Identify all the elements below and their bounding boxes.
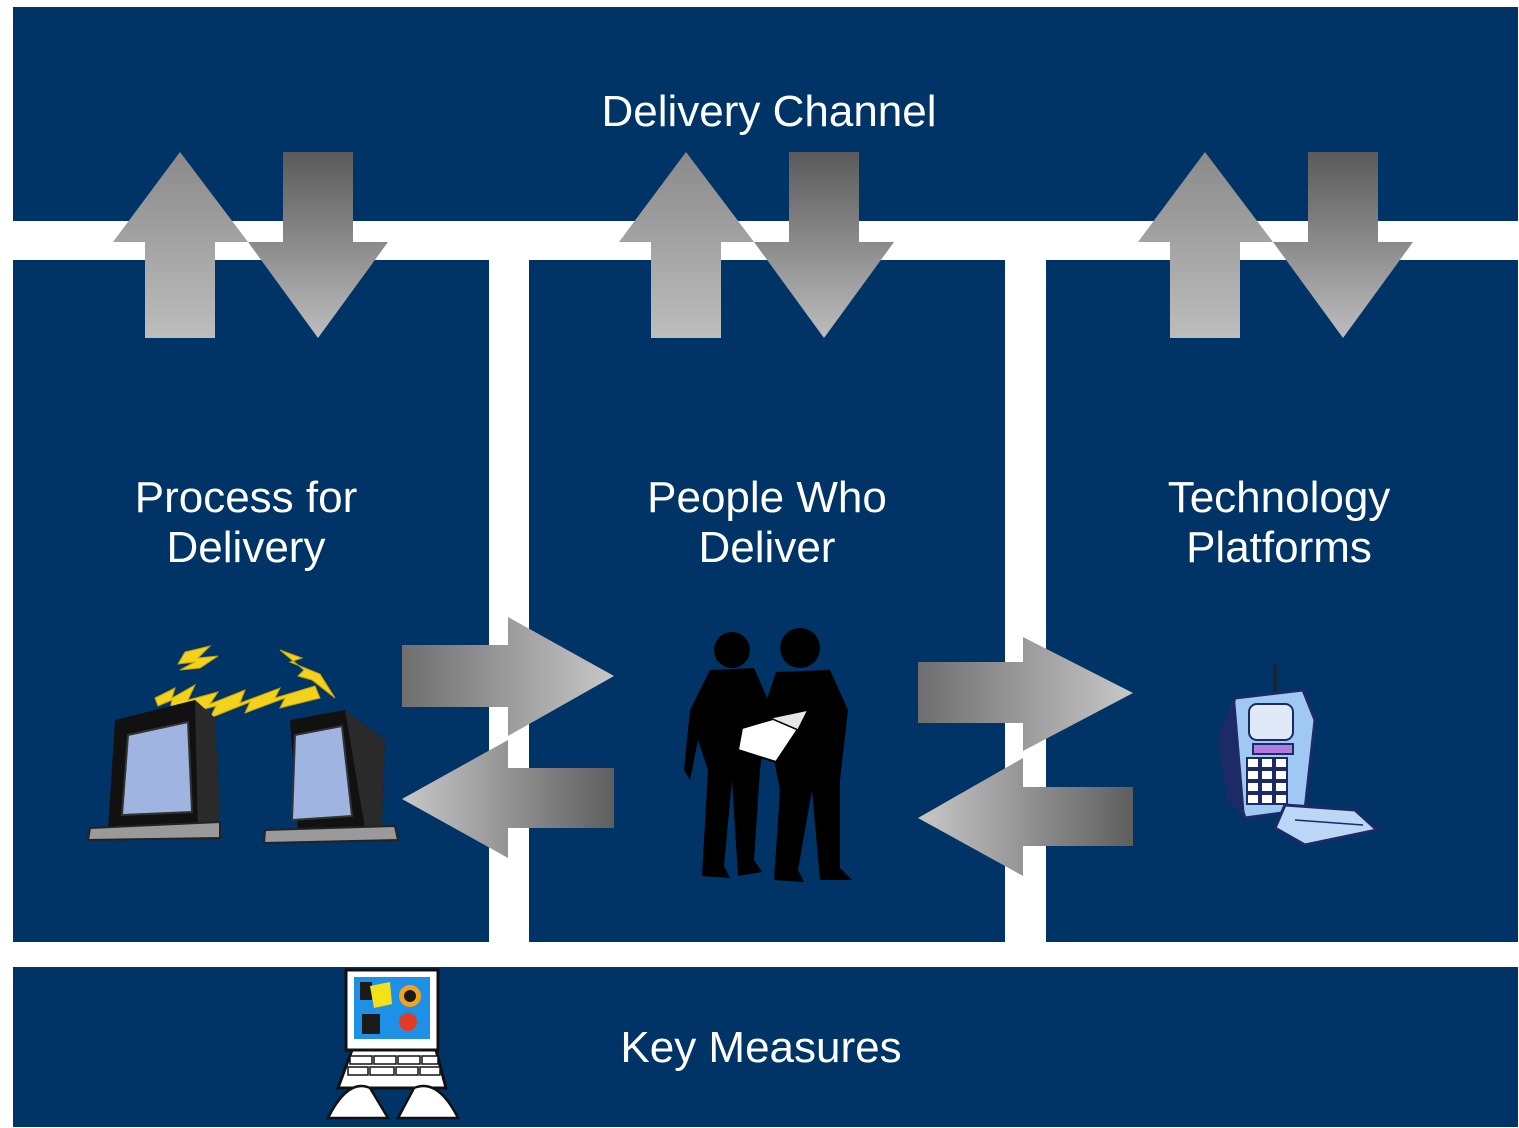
people-who-deliver-label: People Who Deliver bbox=[647, 473, 887, 572]
delivery-channel-band bbox=[13, 7, 1518, 221]
down-arrow-3 bbox=[1273, 152, 1413, 338]
left-arrow-2 bbox=[918, 758, 1133, 876]
right-arrow-1 bbox=[402, 617, 614, 736]
businessmen-icon bbox=[684, 628, 852, 882]
key-measures-label: Key Measures bbox=[620, 1023, 902, 1072]
up-arrow-3 bbox=[1138, 152, 1273, 338]
up-arrow-2 bbox=[619, 152, 754, 338]
computer-keyboard-icon bbox=[325, 968, 461, 1120]
delivery-channel-label: Delivery Channel bbox=[601, 87, 937, 136]
networked-computers-icon bbox=[86, 645, 400, 845]
key-measures-band bbox=[13, 967, 1518, 1127]
process-for-delivery-label: Process for Delivery bbox=[134, 473, 358, 572]
right-arrow-2 bbox=[918, 637, 1133, 751]
people-who-deliver-column bbox=[529, 260, 1005, 942]
left-arrow-1 bbox=[402, 740, 614, 858]
down-arrow-1 bbox=[248, 152, 388, 338]
mobile-phone-icon bbox=[1217, 664, 1381, 847]
technology-platforms-label: Technology Platforms bbox=[1167, 473, 1391, 572]
lightning-bolt-icon bbox=[177, 645, 219, 671]
up-arrow-1 bbox=[113, 152, 248, 338]
lightning-bolt-icon bbox=[279, 649, 336, 699]
down-arrow-2 bbox=[754, 152, 894, 338]
